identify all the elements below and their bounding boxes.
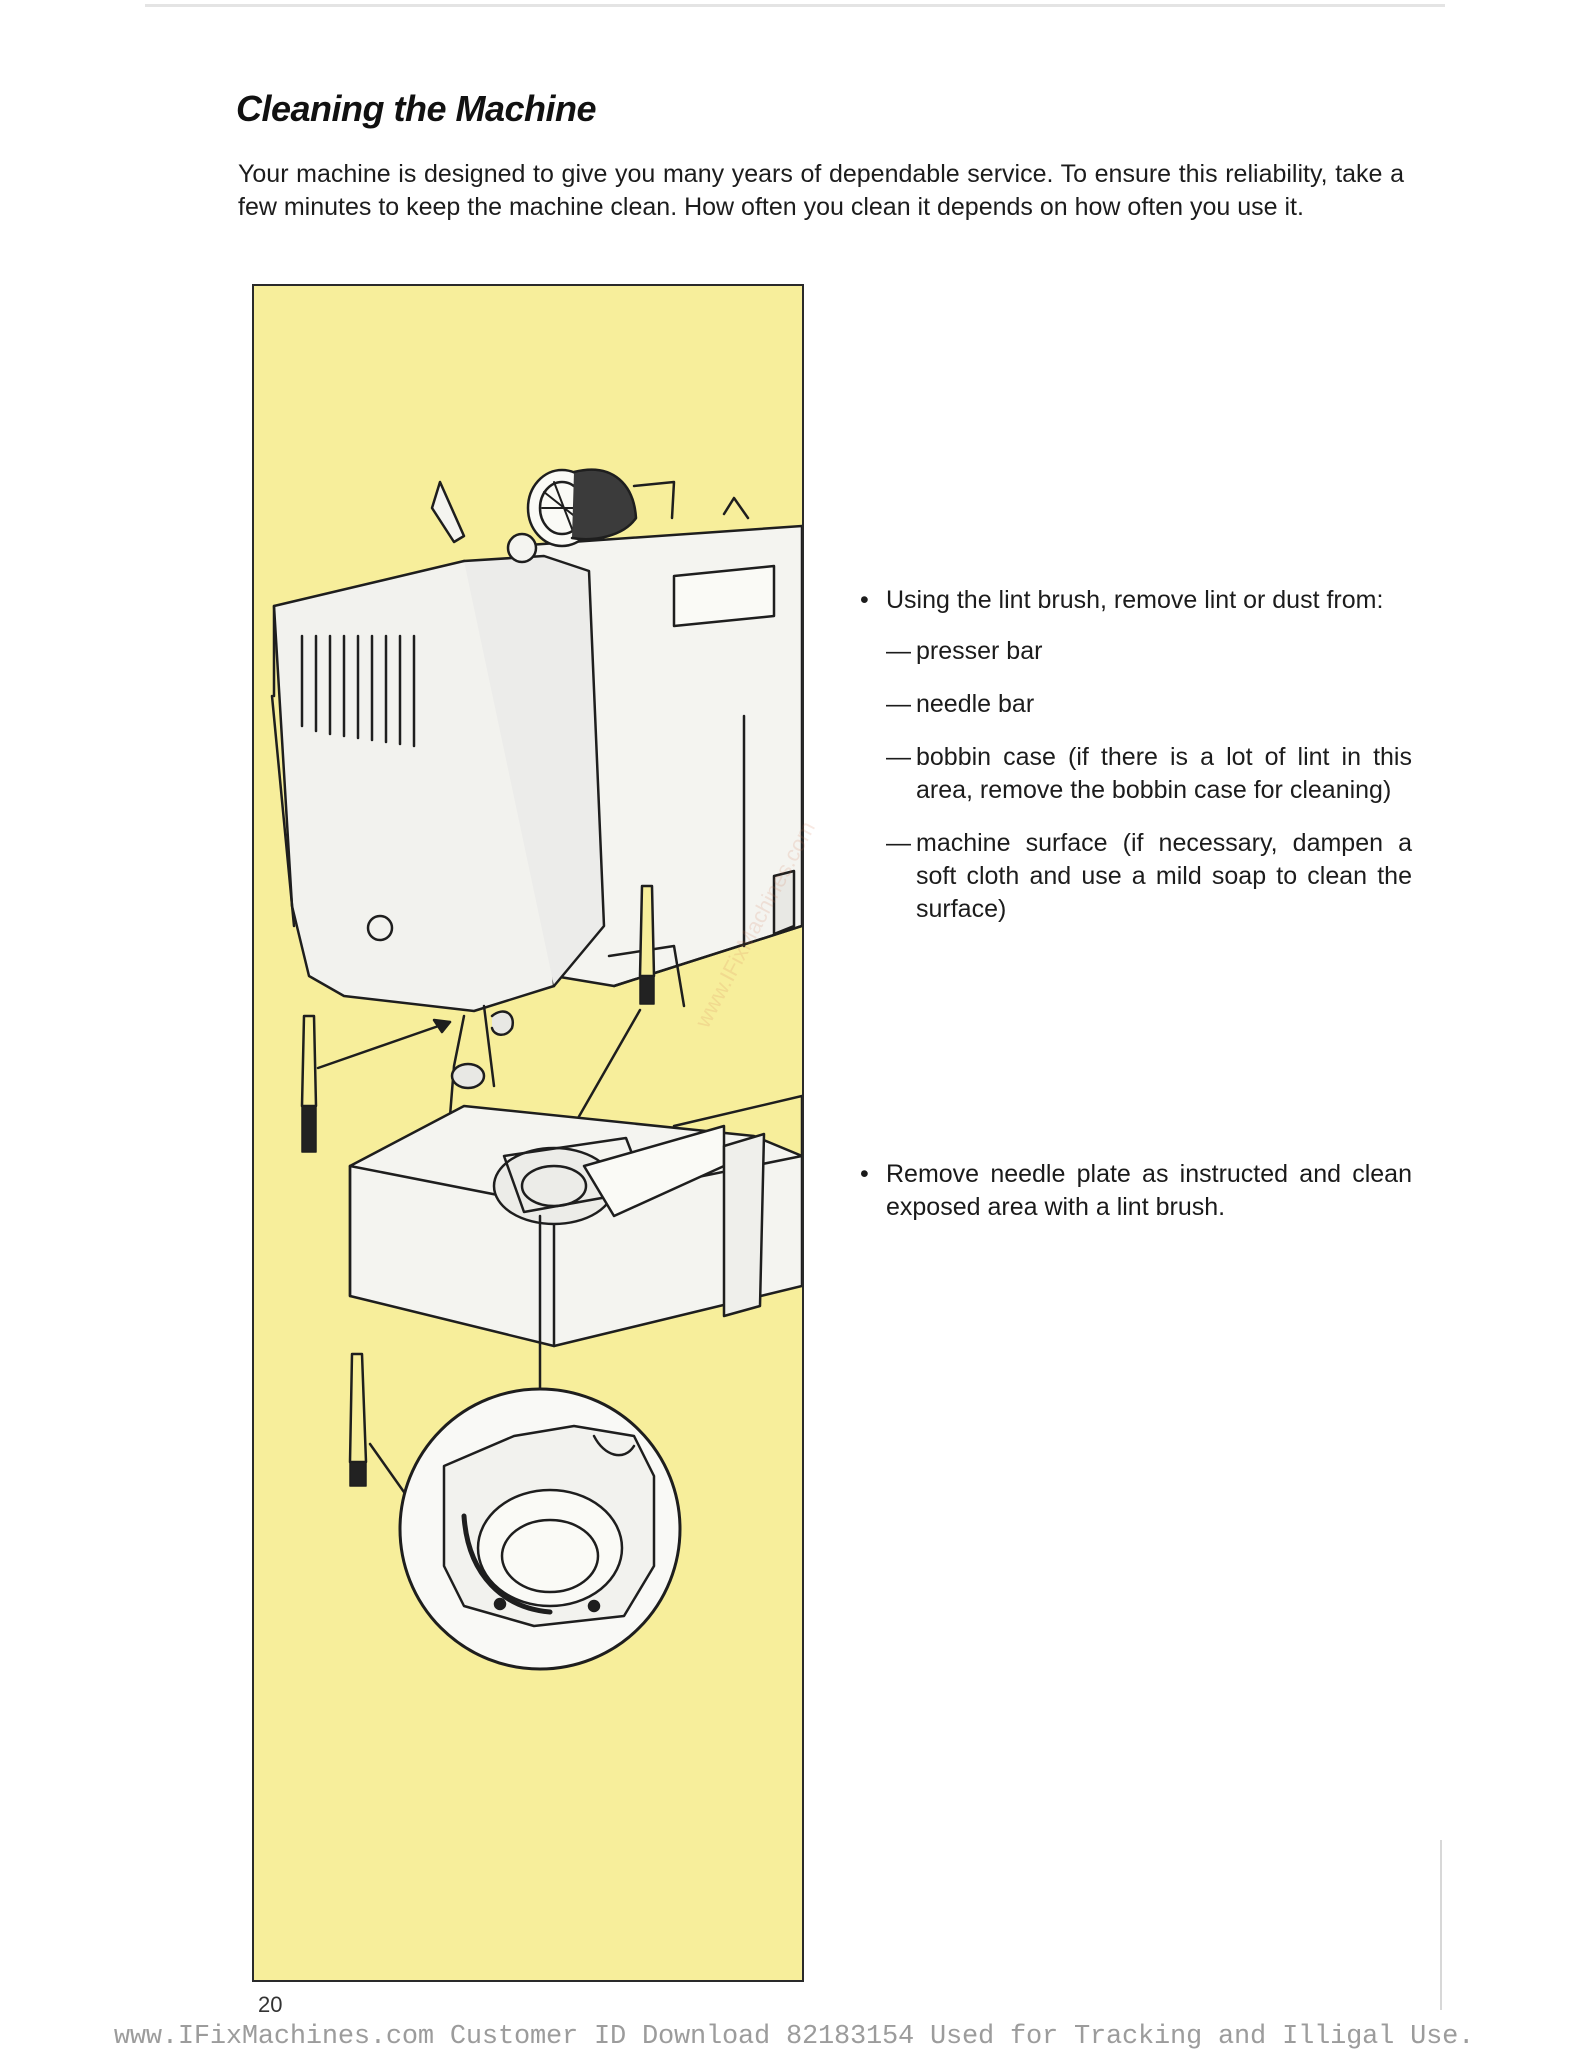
- bullet-text: Using the lint brush, remove lint or dus…: [886, 586, 1384, 614]
- bullet-dot-icon: •: [860, 586, 869, 614]
- bullet-needle-plate: • Remove needle plate as instructed and …: [856, 1158, 1412, 1224]
- dash-icon: —: [886, 690, 911, 718]
- dash-icon: —: [886, 743, 911, 771]
- list-item-text: needle bar: [916, 690, 1035, 718]
- illustration-panel: [252, 284, 804, 1982]
- top-rule: [145, 4, 1445, 7]
- dash-icon: —: [886, 637, 911, 665]
- list-item-text: presser bar: [916, 637, 1043, 665]
- list-item-text: bobbin case (if there is a lot of lint i…: [916, 743, 1412, 804]
- page-title: Cleaning the Machine: [236, 88, 597, 129]
- list-item-text: machine surface (if necessary, dampen a …: [916, 829, 1412, 923]
- instructions-block-2: • Remove needle plate as instructed and …: [856, 1158, 1412, 1224]
- bullet-lint-brush: • Using the lint brush, remove lint or d…: [856, 584, 1412, 617]
- list-item: — machine surface (if necessary, dampen …: [856, 827, 1412, 926]
- page-number: 20: [258, 1992, 283, 2017]
- margin-mark: [1440, 1840, 1442, 2010]
- bullet-text: Remove needle plate as instructed and cl…: [886, 1160, 1412, 1221]
- sewing-machine-illustration: [270, 468, 802, 1671]
- list-item: — needle bar: [856, 688, 1412, 721]
- dash-list: — presser bar — needle bar — bobbin case…: [856, 635, 1412, 926]
- bullet-dot-icon: •: [860, 1160, 869, 1188]
- dash-icon: —: [886, 829, 911, 857]
- list-item: — bobbin case (if there is a lot of lint…: [856, 741, 1412, 807]
- footer-watermark: www.IFixMachines.com Customer ID Downloa…: [113, 2022, 1475, 2052]
- list-item: — presser bar: [856, 635, 1412, 668]
- intro-paragraph: Your machine is designed to give you man…: [238, 160, 1404, 221]
- instructions-block-1: • Using the lint brush, remove lint or d…: [856, 584, 1412, 946]
